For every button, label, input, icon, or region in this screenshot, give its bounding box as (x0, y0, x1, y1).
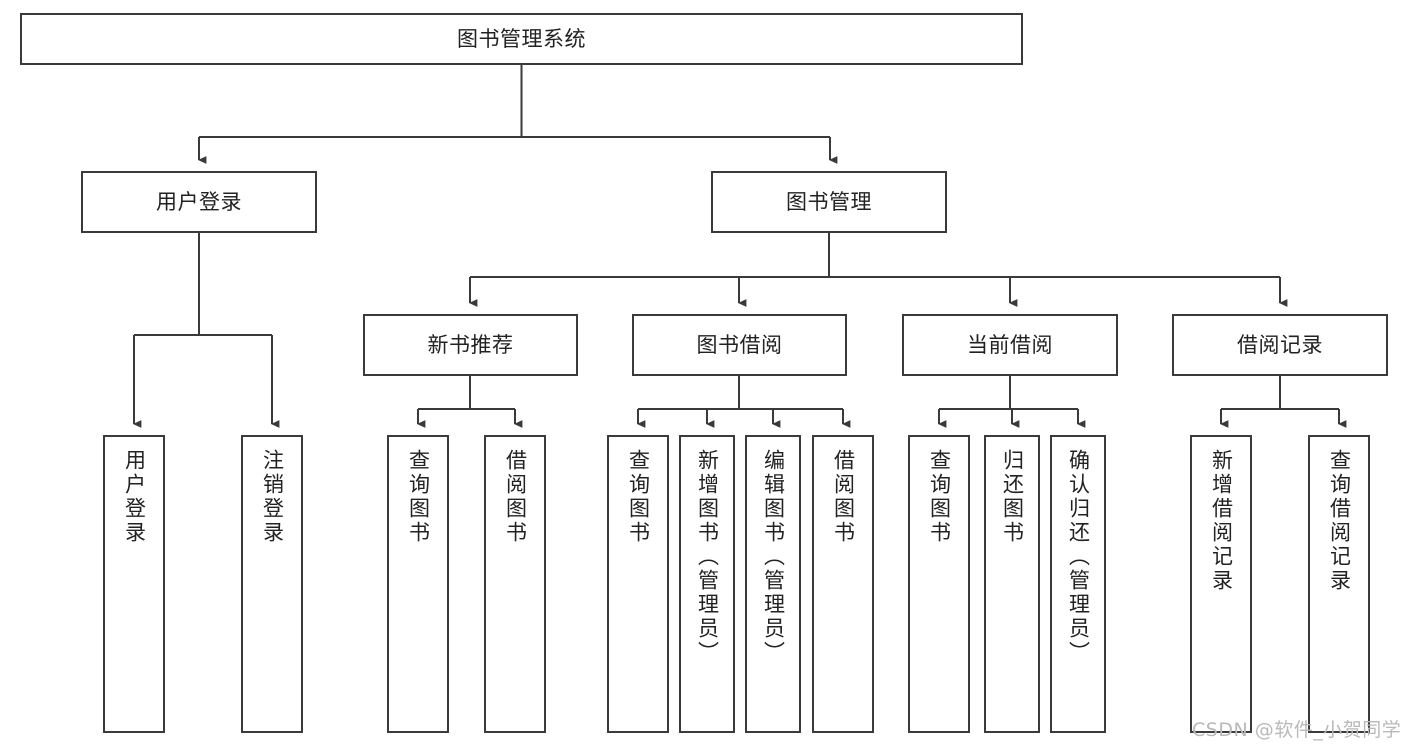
leaf-edit-book[interactable]: 编辑图书（管理员） (745, 435, 801, 733)
node-new-book-rec[interactable]: 新书推荐 (363, 314, 578, 376)
leaf-add-record[interactable]: 新增借阅记录 (1190, 435, 1252, 733)
leaf-add-record-label: 新增借阅记录 (1209, 449, 1234, 593)
node-root-label: 图书管理系统 (457, 26, 586, 51)
leaf-borrow-book-1[interactable]: 借阅图书 (484, 435, 546, 733)
leaf-query-book-1[interactable]: 查询图书 (387, 435, 449, 733)
node-book-manage[interactable]: 图书管理 (711, 171, 947, 233)
leaf-borrow-book-2[interactable]: 借阅图书 (812, 435, 874, 733)
node-user-login[interactable]: 用户登录 (81, 171, 317, 233)
leaf-query-book-2-label: 查询图书 (626, 449, 651, 545)
leaf-user-logout-label: 注销登录 (260, 449, 285, 545)
leaf-edit-book-label: 编辑图书（管理员） (761, 449, 786, 665)
node-user-login-label: 用户登录 (156, 189, 242, 214)
leaf-query-record[interactable]: 查询借阅记录 (1308, 435, 1370, 733)
leaf-return-book-label: 归还图书 (1000, 449, 1025, 545)
leaf-query-record-label: 查询借阅记录 (1327, 449, 1352, 593)
leaf-add-book[interactable]: 新增图书（管理员） (679, 435, 735, 733)
node-root[interactable]: 图书管理系统 (20, 13, 1023, 65)
leaf-user-logout[interactable]: 注销登录 (241, 435, 303, 733)
leaf-user-login-label: 用户登录 (122, 449, 147, 545)
leaf-query-book-3-label: 查询图书 (927, 449, 952, 545)
leaf-query-book-3[interactable]: 查询图书 (908, 435, 970, 733)
node-current-borrow-label: 当前借阅 (967, 332, 1053, 357)
node-current-borrow[interactable]: 当前借阅 (902, 314, 1118, 376)
node-book-borrow[interactable]: 图书借阅 (632, 314, 847, 376)
leaf-borrow-book-1-label: 借阅图书 (503, 449, 528, 545)
node-book-manage-label: 图书管理 (786, 189, 872, 214)
leaf-confirm-return-label: 确认归还（管理员） (1066, 449, 1091, 665)
leaf-borrow-book-2-label: 借阅图书 (831, 449, 856, 545)
leaf-query-book-1-label: 查询图书 (406, 449, 431, 545)
leaf-user-login[interactable]: 用户登录 (103, 435, 165, 733)
node-borrow-record-label: 借阅记录 (1237, 332, 1323, 357)
csdn-watermark: CSDN @软件_小贺同学 (1192, 719, 1402, 741)
leaf-query-book-2[interactable]: 查询图书 (607, 435, 669, 733)
node-new-book-rec-label: 新书推荐 (427, 332, 514, 357)
leaf-return-book[interactable]: 归还图书 (984, 435, 1040, 733)
leaf-add-book-label: 新增图书（管理员） (695, 449, 720, 665)
node-book-borrow-label: 图书借阅 (696, 332, 783, 357)
leaf-confirm-return[interactable]: 确认归还（管理员） (1050, 435, 1106, 733)
node-borrow-record[interactable]: 借阅记录 (1172, 314, 1388, 376)
